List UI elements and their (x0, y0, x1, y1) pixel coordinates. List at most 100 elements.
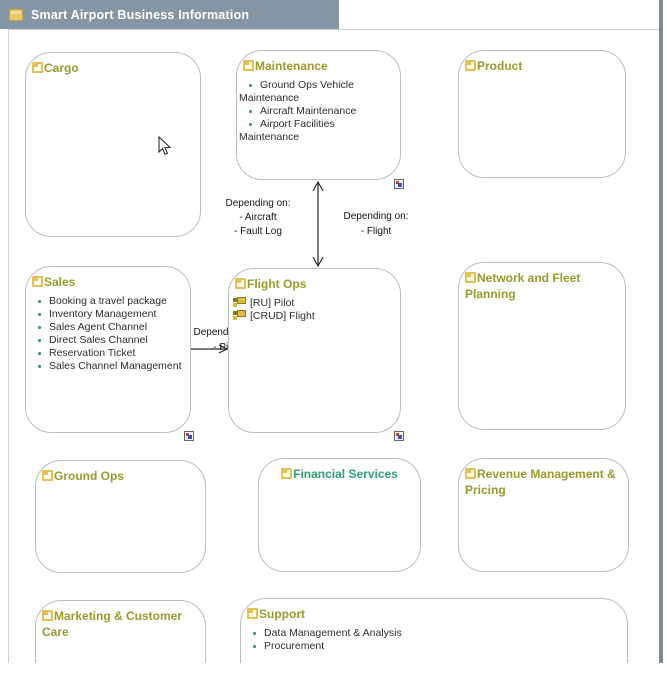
bullet-icon (249, 110, 252, 113)
bullet-icon (253, 645, 256, 648)
box-title: Flight Ops (247, 277, 307, 291)
capability-box-revenue-management[interactable]: Revenue Management & Pricing (458, 458, 629, 572)
dependency-arrow-maintenance-flightops[interactable] (312, 180, 324, 268)
box-title: Support (259, 607, 305, 621)
capability-box-network-fleet-planning[interactable]: Network and Fleet Planning (458, 262, 626, 430)
box-title: Product (477, 59, 523, 73)
list-item: Inventory Management (28, 308, 184, 321)
list-item-text: Reservation Ticket (49, 347, 136, 359)
nested-diagram-icon[interactable] (394, 179, 404, 189)
dependency-label-maintenance: Depending on: - Aircraft - Fault Log (214, 197, 302, 239)
list-item: Booking a travel package (28, 295, 184, 308)
mouse-cursor (158, 136, 172, 156)
nested-diagram-icon[interactable] (184, 431, 194, 441)
capability-icon (465, 272, 476, 283)
list-item: Ground Ops Vehicle Maintenance (239, 79, 394, 105)
bullet-icon (38, 300, 41, 303)
list-item-text: Booking a travel package (49, 295, 167, 307)
label-line: - Flight (360, 226, 392, 237)
list-item-text: Direct Sales Channel (49, 334, 148, 346)
label-line: Depending on: (225, 198, 291, 209)
list-item: Airport Facilities Maintenance (239, 118, 394, 144)
diagram-title-bar: Smart Airport Business Information (0, 0, 339, 29)
bullet-icon (249, 123, 252, 126)
list-item-text: Airport Facilities Maintenance (239, 118, 335, 143)
capability-box-maintenance[interactable]: Maintenance Ground Ops Vehicle Maintenan… (236, 50, 401, 180)
label-line: - Fault Log (234, 226, 282, 237)
list-item: Aircraft Maintenance (239, 105, 394, 118)
diagram-canvas[interactable]: Depending on: - Aircraft - Fault Log Dep… (0, 0, 667, 663)
business-object-icon (233, 297, 246, 307)
label-line: Depending on: (343, 211, 409, 222)
box-title: Maintenance (255, 59, 328, 73)
capability-icon (32, 62, 43, 73)
label-line: - Pilot (213, 342, 239, 353)
list-item: Procurement (243, 640, 621, 653)
capability-icon (32, 276, 43, 287)
capability-box-cargo[interactable]: Cargo (25, 52, 201, 237)
capability-icon (42, 610, 53, 621)
capability-icon (465, 60, 476, 71)
bullet-icon (38, 352, 41, 355)
dependency-label-pilot: Depending on: - Pilot (186, 325, 266, 355)
capability-box-flight-ops[interactable]: Flight Ops [RU] Pilot[CRUD] Flight (228, 268, 401, 433)
list-item: [RU] Pilot (231, 297, 394, 310)
box-title: Network and Fleet Planning (465, 271, 581, 301)
list-item-text: Aircraft Maintenance (260, 105, 357, 117)
list-item: Direct Sales Channel (28, 334, 184, 347)
diagram-title: Smart Airport Business Information (31, 7, 250, 22)
capability-icon (235, 278, 246, 289)
list-item: Reservation Ticket (28, 347, 184, 360)
bullet-icon (38, 326, 41, 329)
bullet-icon (38, 365, 41, 368)
canvas-border-left (8, 29, 9, 663)
folder-icon (9, 8, 23, 21)
box-title: Revenue Management & Pricing (465, 467, 616, 497)
bullet-icon (253, 632, 256, 635)
dependency-label-flight: Depending on: - Flight (332, 209, 420, 239)
business-object-icon (233, 310, 246, 320)
list-item-text: [CRUD] Flight (250, 310, 315, 322)
capability-box-product[interactable]: Product (458, 50, 626, 178)
capability-box-financial-services[interactable]: Financial Services (258, 458, 421, 572)
capability-box-marketing-customer-care[interactable]: Marketing & Customer Care (35, 600, 206, 663)
bullet-icon (38, 313, 41, 316)
list-item-text: Sales Channel Management (49, 360, 182, 372)
box-title: Marketing & Customer Care (42, 609, 183, 639)
bullet-icon (249, 84, 252, 87)
box-title: Financial Services (293, 467, 398, 481)
list-item-text: [RU] Pilot (250, 297, 295, 309)
box-title: Ground Ops (54, 469, 124, 483)
list-item: Data Management & Analysis (243, 627, 621, 640)
list-item-text: Data Management & Analysis (264, 627, 402, 639)
business-object-list: [RU] Pilot[CRUD] Flight (231, 297, 394, 323)
box-title: Cargo (44, 61, 79, 75)
capability-icon (42, 470, 53, 481)
capability-icon (465, 468, 476, 479)
list-item: [CRUD] Flight (231, 310, 394, 323)
capability-icon (243, 60, 254, 71)
list-item-text: Sales Agent Channel (49, 321, 148, 333)
list-item-text: Ground Ops Vehicle Maintenance (239, 79, 354, 104)
nested-diagram-icon[interactable] (394, 431, 404, 441)
list-item: Sales Channel Management (28, 360, 184, 373)
box-title: Sales (44, 275, 76, 289)
label-line: - Aircraft (239, 212, 277, 223)
canvas-border-top (8, 29, 660, 30)
window-right-edge (659, 0, 663, 663)
list-item-text: Procurement (264, 640, 325, 652)
dependency-arrow-sales-flightops[interactable] (190, 344, 229, 354)
connections-layer (190, 180, 324, 354)
capability-icon (281, 468, 293, 479)
list-item: Sales Agent Channel (28, 321, 184, 334)
label-line: Depending on: (193, 327, 259, 338)
capability-icon (247, 608, 258, 619)
list-item-text: Inventory Management (49, 308, 157, 320)
bullet-icon (38, 339, 41, 342)
capability-box-ground-ops[interactable]: Ground Ops (35, 460, 206, 573)
